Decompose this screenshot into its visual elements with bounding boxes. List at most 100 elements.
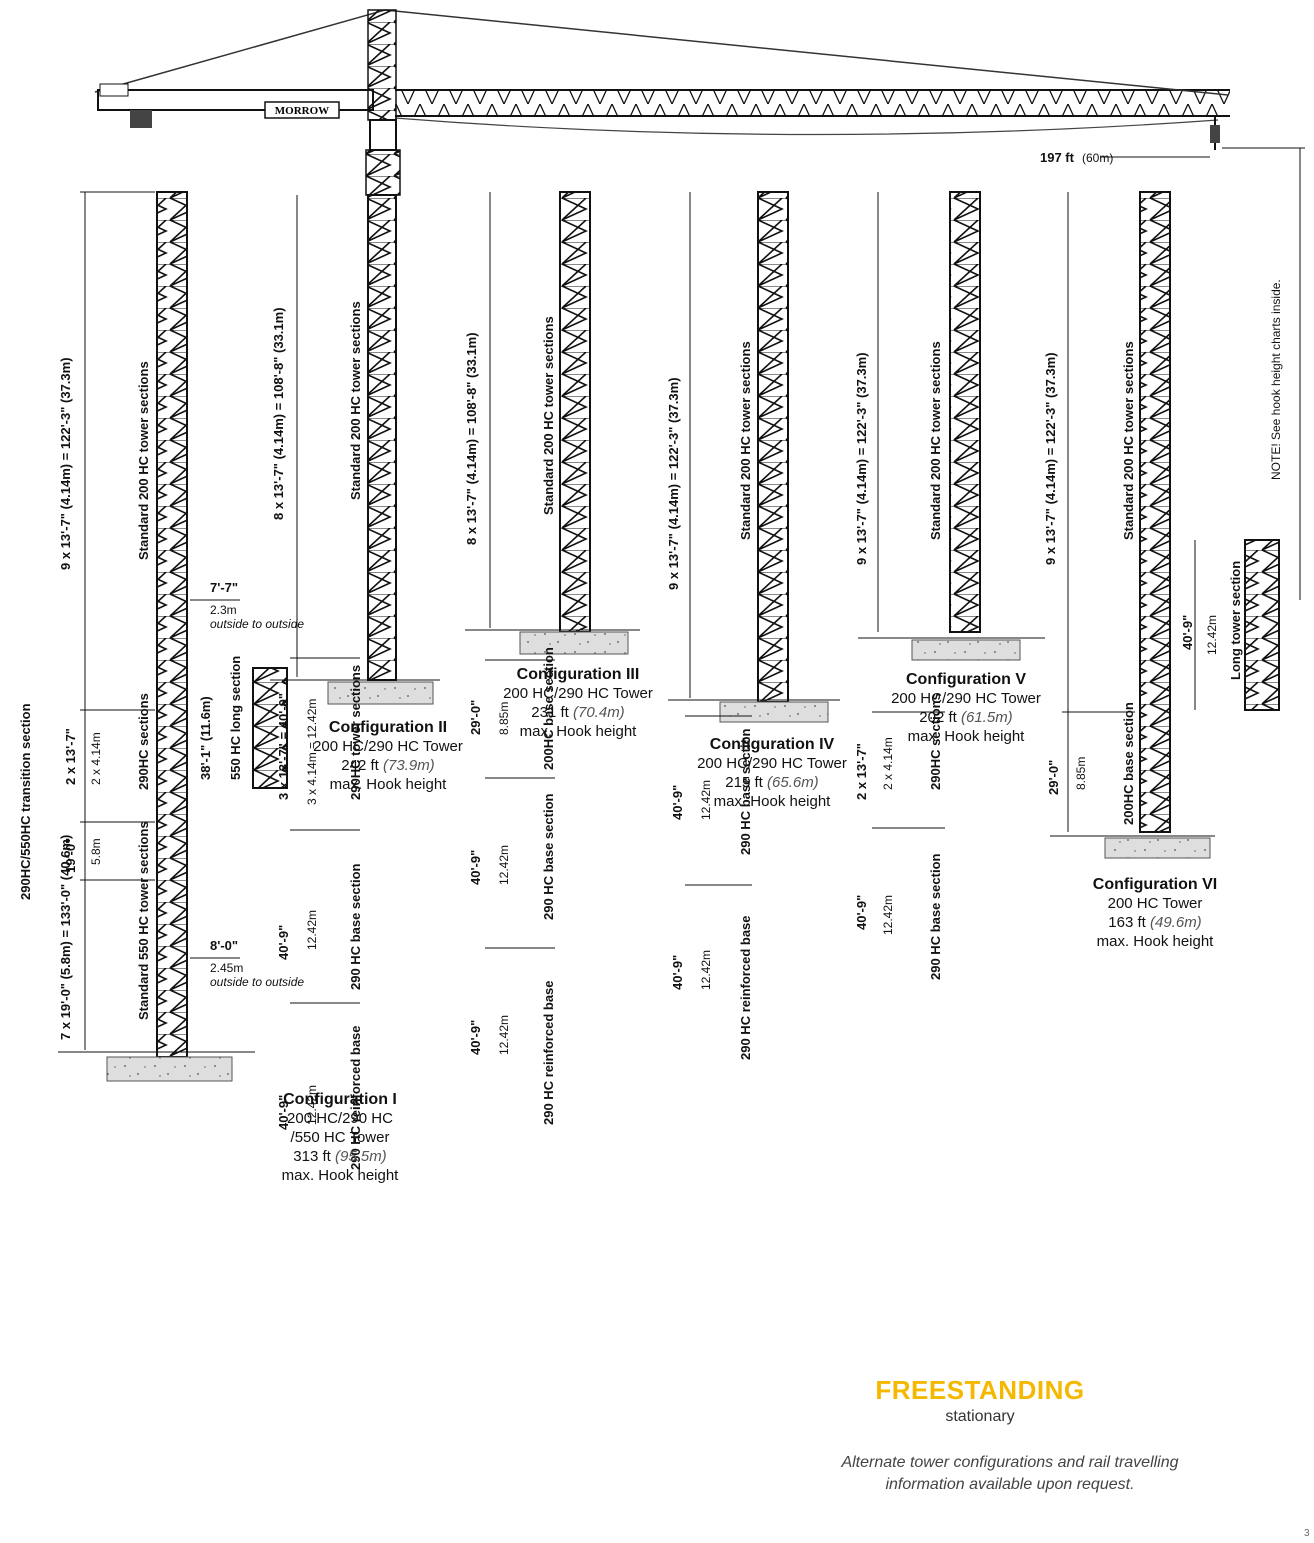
dim-1c-sub: 5.8m [89,838,103,865]
freestanding-block: FREESTANDING stationary [850,1375,1110,1426]
dim-2a: 8 x 13'-7" (4.14m) = 108'-8" (33.1m) [271,307,286,520]
label-5c: 290 HC base section [928,853,943,980]
jib-length: 197 ft [1040,150,1075,165]
dim-6b-sub: 8.85m [1074,757,1088,790]
label-4b: 290 HC base section [738,728,753,855]
alternate-note-line2: information available upon request. [885,1476,1135,1493]
dim-2d-sub: 12.42m [305,1085,319,1125]
dim-2c: 40'-9" [276,925,291,960]
hook-chart-note: NOTE! See hook height charts inside. [1269,279,1283,480]
tower-config-1 [58,191,288,1082]
config-6-height: 163 ft [1108,914,1146,931]
jib-length-metric: (60m) [1082,151,1113,165]
config-2-title: Configuration II [328,719,448,736]
dim-3b-sub: 8.85m [497,702,511,735]
freestanding-heading: FREESTANDING [875,1375,1085,1405]
caption-config-6: Configuration VI 200 HC Tower 163 ft (49… [1035,875,1275,951]
dims-config-1: 9 x 13'-7" (4.14m) = 122'-3" (37.3m) Sta… [18,191,304,1050]
dim-3d: 40'-9" [468,1020,483,1055]
width-1b-metric: 2.45m [210,961,243,975]
config-3-hook: max. Hook height [519,723,637,740]
config-4-tower: 200 HC/290 HC Tower [697,755,847,772]
config-6-tower: 200 HC Tower [1107,895,1203,912]
dim-5a: 9 x 13'-7" (4.14m) = 122'-3" (37.3m) [854,352,869,565]
config-3-height: 231 ft [531,704,569,721]
dim-2c-sub: 12.42m [305,910,319,950]
dim-5b: 2 x 13'-7" [854,743,869,800]
dim-2b-sub: 3 x 4.14m = 12.42m [305,699,319,805]
width-1a-note: outside to outside [210,617,304,631]
dim-6c: 40'-9" [1180,615,1195,650]
config-1-height-metric: (95.5m) [335,1148,387,1165]
config-1-tower-a: 200 HC/290 HC [287,1110,393,1127]
width-1a-metric: 2.3m [210,603,237,617]
width-1b: 8'-0" [210,938,238,953]
label-3a: Standard 200 HC tower sections [541,316,556,515]
label-3d: 290 HC reinforced base [541,980,556,1125]
config-5-title: Configuration V [906,671,1026,688]
dim-4b-sub: 12.42m [699,780,713,820]
label-4c: 290 HC reinforced base [738,915,753,1060]
dim-6b: 29'-0" [1046,760,1061,795]
config-4-hook: max. Hook height [713,793,831,810]
dim-6c-sub: 12.42m [1205,615,1219,655]
crane-jib: MORROW [94,9,1230,196]
dims-config-6: 9 x 13'-7" (4.14m) = 122'-3" (37.3m) Sta… [1043,192,1243,832]
config-5-height: 202 ft [919,709,957,726]
dim-1a: 9 x 13'-7" (4.14m) = 122'-3" (37.3m) [58,357,73,570]
label-1b: 290HC sections [136,693,151,790]
dim-1e: 38'-1" (11.6m) [198,696,213,780]
config-2-hook: max. Hook height [329,776,447,793]
dims-config-4: 9 x 13'-7" (4.14m) = 122'-3" (37.3m) Sta… [666,192,753,1060]
dim-2b: 3 x 13'-7" = 40'-9" [276,693,291,800]
config-2-height-metric: (73.9m) [383,757,435,774]
tower-config-6 [1050,191,1280,859]
alternate-note-line1: Alternate tower configurations and rail … [841,1454,1179,1471]
config-6-height-metric: (49.6m) [1150,914,1202,931]
config-2-tower: 200 HC/290 HC Tower [313,738,463,755]
dim-5c-sub: 12.42m [881,895,895,935]
config-4-title: Configuration IV [709,736,835,753]
config-3-tower: 200 HC/290 HC Tower [503,685,653,702]
dim-1c: 19'-0" [63,838,78,873]
tower-config-3 [465,191,640,655]
dim-5c: 40'-9" [854,895,869,930]
config-1-title: Configuration I [283,1091,397,1108]
label-6b: 200HC base section [1121,702,1136,825]
dims-config-5: 9 x 13'-7" (4.14m) = 122'-3" (37.3m) Sta… [854,192,945,980]
label-3c: 290 HC base section [541,793,556,920]
label-2a: Standard 200 HC tower sections [348,301,363,500]
config-2-height: 242 ft [341,757,379,774]
label-2d: 290 HC reinforced base [348,1025,363,1170]
tower-config-4 [668,191,840,723]
dim-3b: 29'-0" [468,700,483,735]
tower-config-5 [858,191,1045,661]
config-4-height-metric: (65.6m) [767,774,819,791]
tower-config-2 [270,194,440,705]
config-1-tower-b: /550 HC Tower [290,1129,390,1146]
dim-1d: 7 x 19'-0" (5.8m) = 133'-0" (40.6m) [58,835,73,1040]
config-1-hook: max. Hook height [281,1167,399,1184]
width-1a: 7'-7" [210,580,238,595]
config-1-height: 313 ft [293,1148,331,1165]
label-6a: Standard 200 HC tower sections [1121,341,1136,540]
dim-6a: 9 x 13'-7" (4.14m) = 122'-3" (37.3m) [1043,352,1058,565]
alternate-note: Alternate tower configurations and rail … [790,1452,1230,1496]
config-6-hook: max. Hook height [1096,933,1214,950]
label-1e: 550 HC long section [228,656,243,780]
dim-2d: 40'-9" [276,1095,291,1130]
dim-5b-sub: 2 x 4.14m [881,737,895,790]
dim-3a: 8 x 13'-7" (4.14m) = 108'-8" (33.1m) [464,332,479,545]
config-5-tower: 200 HC/290 HC Tower [891,690,1041,707]
config-5-height-metric: (61.5m) [961,709,1013,726]
dim-4c: 40'-9" [670,955,685,990]
caption-config-2: Configuration II 200 HC/290 HC Tower 242… [268,718,508,794]
dim-1b: 2 x 13'-7" [63,728,78,785]
brand-label: MORROW [275,105,329,117]
label-5b: 290HC sections [928,693,943,790]
jib-length-dimension: 197 ft (60m) NOTE! See hook height chart… [1040,147,1305,600]
caption-config-4: Configuration IV 200 HC/290 HC Tower 215… [652,735,892,811]
dim-4a: 9 x 13'-7" (4.14m) = 122'-3" (37.3m) [666,377,681,590]
dim-3c: 40'-9" [468,850,483,885]
